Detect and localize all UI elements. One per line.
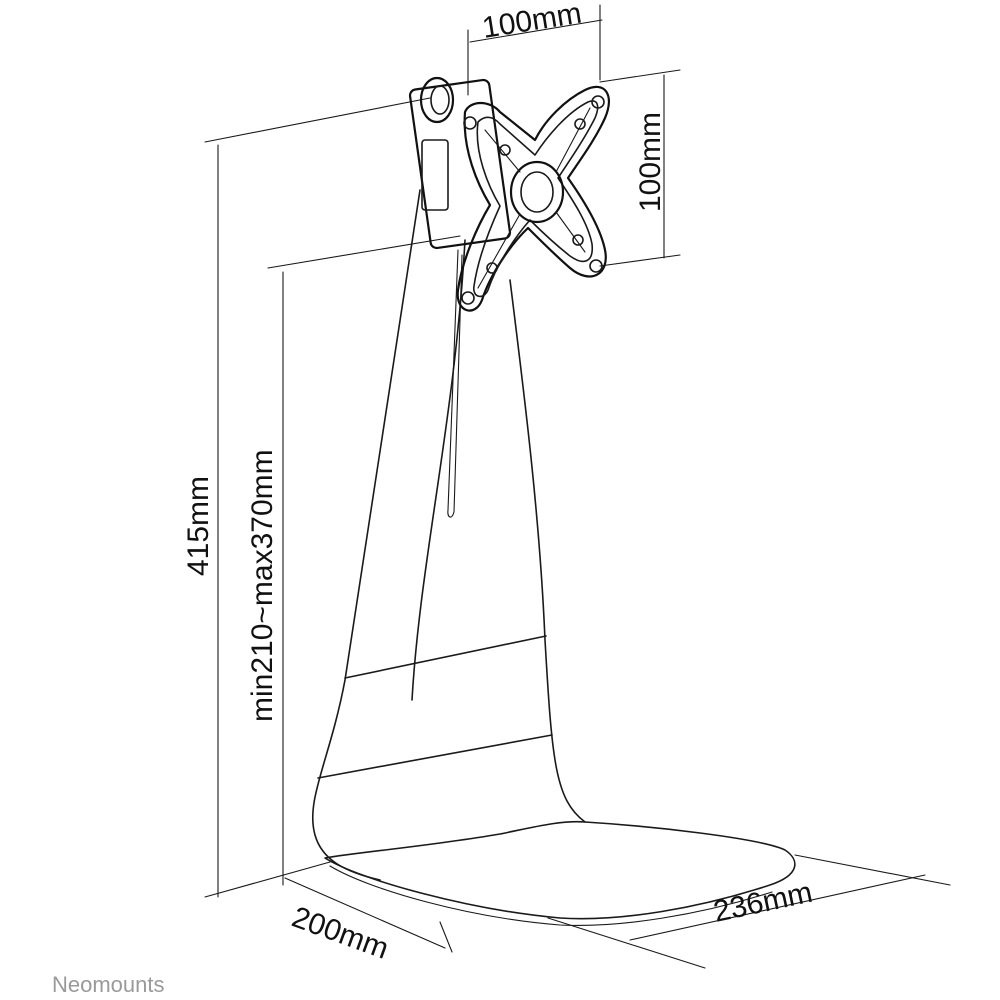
head-bracket [408,78,512,250]
rib-4 [477,213,521,289]
screw-hole-3 [589,259,603,273]
label-adjustable-height: min210~max370mm [246,449,279,722]
tilt-knob-icon [419,76,455,124]
head-clamp [421,139,449,211]
column-right-edge [509,279,586,823]
tilt-head [408,76,512,250]
dim-line-base-width [629,874,926,941]
screw-hole-5 [499,144,511,156]
slider-cut-line [344,635,547,679]
ext-line-vesa-height-top [599,69,681,83]
column-inner-edge [411,239,466,701]
vesa-plate [456,85,610,312]
ext-line-total-top [204,97,431,143]
dim-line-vesa-width [469,19,603,43]
screw-hole-2 [591,95,605,109]
brand-logo: Neomounts [52,972,165,997]
ext-line-base-depth-end [439,921,453,953]
ext-line-base-width-right [794,854,951,886]
screw-hole-6 [574,118,586,130]
screw-hole-4 [461,291,475,305]
dimension-lines [204,4,951,969]
screw-hole-1 [463,116,477,130]
rib-3 [555,211,586,253]
rib-2 [555,107,591,173]
vesa-plate-outline [456,85,610,312]
stand-body [311,189,796,926]
screw-hole-7 [572,234,584,246]
curve-start-line [317,734,553,779]
tilt-knob-inner [430,85,450,115]
base-plate-edge [329,865,773,926]
label-total-height: 415mm [182,476,215,576]
vesa-center-hub [509,160,565,224]
label-base-width: 236mm [711,876,816,929]
vesa-plate-inner [473,100,599,298]
cable [447,249,463,518]
ext-line-adjust-top [267,235,461,269]
base-plate [324,820,796,920]
ext-line-total-bottom [204,861,331,898]
label-vesa-width: 100mm [480,0,584,45]
ext-line-base-width-left [547,917,706,969]
label-base-depth: 200mm [288,901,393,966]
dim-line-base-depth [284,877,446,949]
rib-1 [484,129,521,173]
label-vesa-height: 100mm [634,112,667,212]
ext-line-vesa-height-bottom [599,254,681,267]
vesa-center-hole [520,171,554,213]
screw-hole-8 [486,262,498,274]
